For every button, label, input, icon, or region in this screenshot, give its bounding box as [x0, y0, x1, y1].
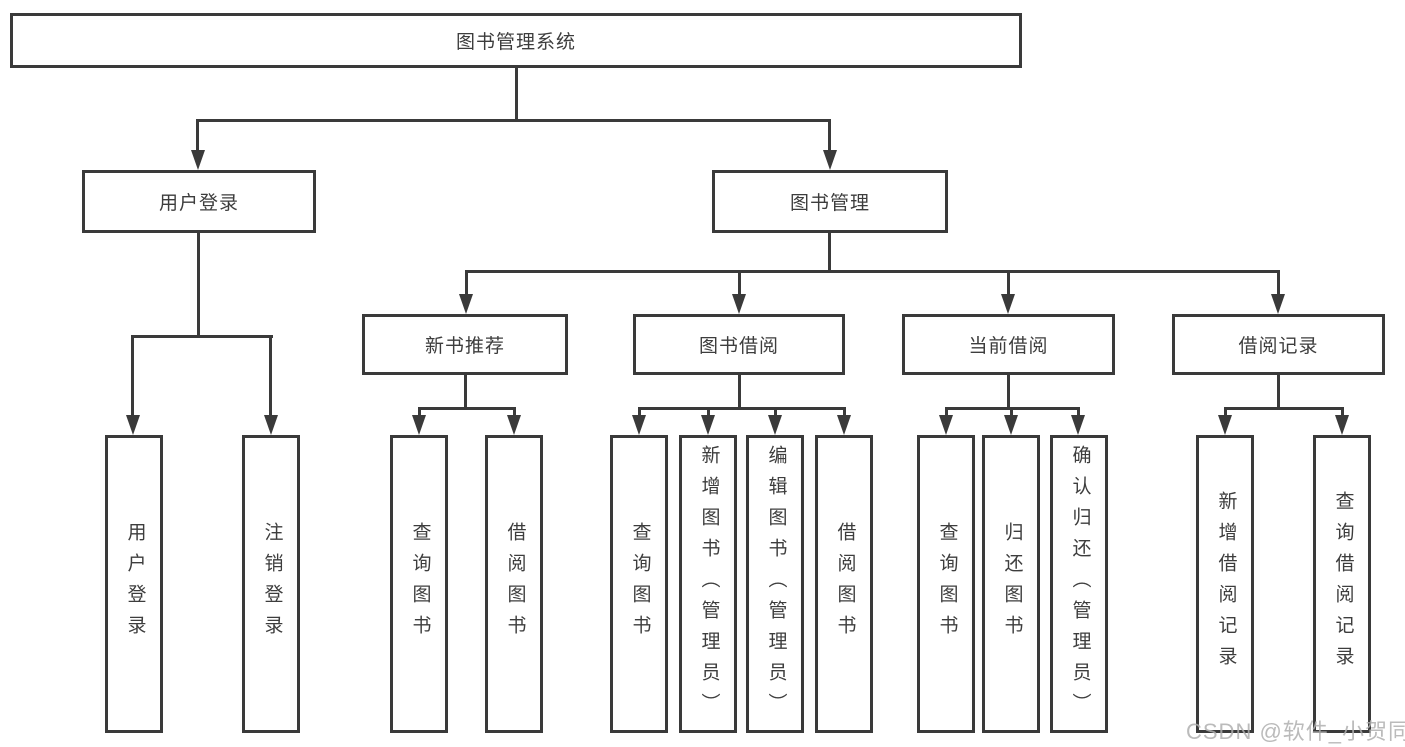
arrow-down-icon	[459, 294, 473, 314]
connector-line	[464, 375, 467, 409]
arrow-down-icon	[1004, 415, 1018, 435]
watermark: CSDN @软件_小贺同学	[1186, 719, 1405, 744]
leaf-add-borrow-record: 新增借阅记录	[1196, 435, 1254, 733]
node-library-system: 图书管理系统	[10, 13, 1022, 68]
arrow-down-icon	[1001, 294, 1015, 314]
arrow-down-icon	[1271, 294, 1285, 314]
leaf-label: 查询图书	[409, 522, 431, 646]
leaf-label: 新增图书（管理员）	[698, 444, 720, 724]
arrow-down-icon	[264, 415, 278, 435]
leaf-label: 注销登录	[261, 522, 283, 646]
leaf-logout: 注销登录	[242, 435, 300, 733]
node-book-borrowing: 图书借阅	[633, 314, 845, 375]
connector-line	[269, 335, 272, 417]
node-new-book-recommendation: 新书推荐	[362, 314, 568, 375]
arrow-down-icon	[823, 150, 837, 170]
arrow-down-icon	[412, 415, 426, 435]
leaf-query-books-borrowing: 查询图书	[610, 435, 668, 733]
node-borrowing-records: 借阅记录	[1172, 314, 1385, 375]
leaf-confirm-return-admin: 确认归还（管理员）	[1050, 435, 1108, 733]
leaf-borrow-books-recommend: 借阅图书	[485, 435, 543, 733]
leaf-label: 借阅图书	[504, 522, 526, 646]
connector-line	[707, 407, 710, 419]
connector-line	[1277, 375, 1280, 409]
arrow-down-icon	[1335, 415, 1349, 435]
leaf-add-books-admin: 新增图书（管理员）	[679, 435, 737, 733]
connector-line	[131, 335, 134, 417]
connector-line	[465, 270, 1279, 273]
leaf-label: 查询图书	[936, 522, 958, 646]
connector-line	[1224, 407, 1344, 410]
arrow-down-icon	[701, 415, 715, 435]
arrow-down-icon	[768, 415, 782, 435]
connector-line	[1007, 375, 1010, 409]
arrow-down-icon	[126, 415, 140, 435]
leaf-label: 新增借阅记录	[1215, 491, 1237, 677]
leaf-label: 查询图书	[629, 522, 651, 646]
leaf-label: 确认归还（管理员）	[1069, 444, 1091, 724]
leaf-user-login: 用户登录	[105, 435, 163, 733]
leaf-label: 编辑图书（管理员）	[765, 444, 787, 724]
connector-line	[738, 270, 741, 296]
leaf-return-books: 归还图书	[982, 435, 1040, 733]
leaf-label: 借阅图书	[834, 522, 856, 646]
connector-line	[132, 335, 273, 338]
arrow-down-icon	[939, 415, 953, 435]
node-user-login: 用户登录	[82, 170, 316, 233]
connector-line	[1341, 407, 1344, 419]
connector-line	[828, 119, 831, 152]
leaf-query-borrow-record: 查询借阅记录	[1313, 435, 1371, 733]
connector-line	[945, 407, 948, 419]
leaf-label: 用户登录	[124, 522, 146, 646]
node-current-borrowing: 当前借阅	[902, 314, 1115, 375]
connector-line	[774, 407, 777, 419]
connector-line	[197, 119, 831, 122]
connector-line	[738, 375, 741, 409]
connector-line	[1277, 270, 1280, 296]
connector-line	[418, 407, 421, 419]
leaf-label: 归还图书	[1001, 522, 1023, 646]
connector-line	[513, 407, 516, 419]
arrow-down-icon	[732, 294, 746, 314]
connector-line	[1077, 407, 1080, 419]
connector-line	[418, 407, 516, 410]
connector-line	[828, 233, 831, 273]
leaf-query-books-recommend: 查询图书	[390, 435, 448, 733]
arrow-down-icon	[1071, 415, 1085, 435]
leaf-query-books-current: 查询图书	[917, 435, 975, 733]
connector-line	[196, 119, 199, 152]
arrow-down-icon	[507, 415, 521, 435]
leaf-borrow-books: 借阅图书	[815, 435, 873, 733]
arrow-down-icon	[837, 415, 851, 435]
connector-line	[515, 68, 518, 121]
connector-line	[465, 270, 468, 296]
arrow-down-icon	[1218, 415, 1232, 435]
connector-line	[638, 407, 641, 419]
leaf-edit-books-admin: 编辑图书（管理员）	[746, 435, 804, 733]
connector-line	[1224, 407, 1227, 419]
arrow-down-icon	[632, 415, 646, 435]
node-book-management: 图书管理	[712, 170, 948, 233]
connector-line	[1010, 407, 1013, 419]
leaf-label: 查询借阅记录	[1332, 491, 1354, 677]
connector-line	[843, 407, 846, 419]
arrow-down-icon	[191, 150, 205, 170]
connector-line	[638, 407, 846, 410]
connector-line	[197, 233, 200, 337]
connector-line	[1007, 270, 1010, 296]
